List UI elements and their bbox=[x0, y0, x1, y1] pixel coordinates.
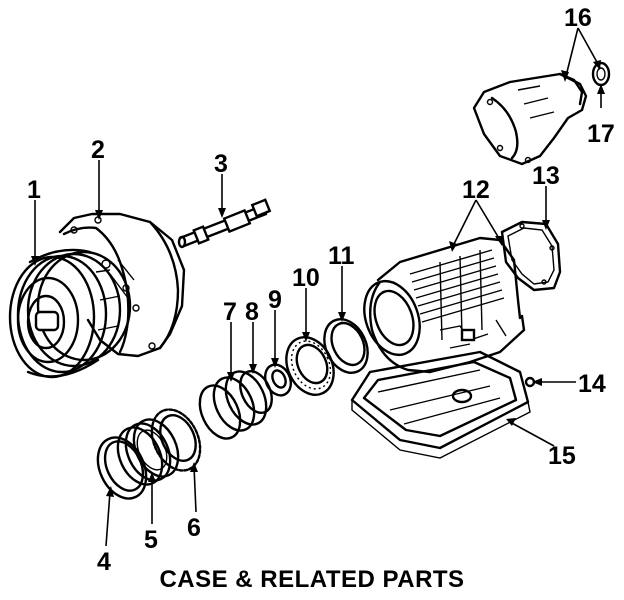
callout-9: 9 bbox=[268, 286, 282, 314]
callout-12: 12 bbox=[462, 176, 490, 204]
seal bbox=[323, 318, 369, 374]
callout-17: 17 bbox=[587, 120, 615, 148]
torque-converter bbox=[8, 248, 132, 379]
washer bbox=[263, 363, 293, 397]
callout-10: 10 bbox=[292, 264, 320, 292]
diagram-caption: CASE & RELATED PARTS bbox=[159, 566, 465, 593]
callout-7: 7 bbox=[223, 298, 237, 326]
callout-15: 15 bbox=[548, 442, 576, 470]
callout-14: 14 bbox=[578, 370, 606, 398]
extension-housing bbox=[472, 72, 588, 166]
leader-lines bbox=[31, 27, 605, 547]
callout-11: 11 bbox=[328, 242, 355, 270]
shaft bbox=[177, 198, 272, 249]
callout-6: 6 bbox=[187, 514, 201, 542]
clutch-disc bbox=[150, 408, 202, 472]
callout-1: 1 bbox=[27, 176, 41, 204]
callout-4: 4 bbox=[97, 548, 111, 576]
callout-5: 5 bbox=[144, 526, 158, 554]
callout-2: 2 bbox=[91, 136, 105, 164]
transmission-case bbox=[363, 236, 526, 374]
callout-13: 13 bbox=[532, 162, 560, 190]
callout-8: 8 bbox=[245, 298, 259, 326]
oil-pan bbox=[350, 350, 531, 459]
gasket bbox=[500, 220, 562, 292]
callout-16: 16 bbox=[564, 4, 592, 32]
callout-labels: 1 2 3 4 5 6 7 8 9 10 11 12 13 14 15 16 1… bbox=[27, 4, 615, 576]
callout-3: 3 bbox=[214, 150, 228, 178]
clutch-plate-set bbox=[116, 418, 180, 486]
rear-seal bbox=[591, 61, 611, 87]
